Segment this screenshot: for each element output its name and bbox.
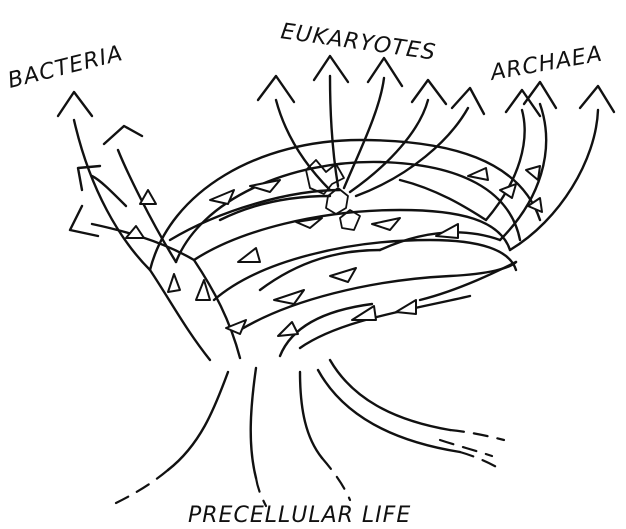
label-precellular-life: PRECELLULAR LIFE [188, 503, 411, 528]
eukaryote-branches [258, 56, 484, 230]
label-archaea: ARCHAEA [487, 42, 605, 87]
archaea-branches [486, 82, 614, 250]
precellular-roots [116, 430, 504, 506]
bacteria-branches [58, 92, 194, 270]
label-bacteria: BACTERIA [5, 41, 125, 94]
canopy-tangle [150, 140, 540, 330]
label-eukaryotes: EUKARYOTES [279, 19, 437, 66]
